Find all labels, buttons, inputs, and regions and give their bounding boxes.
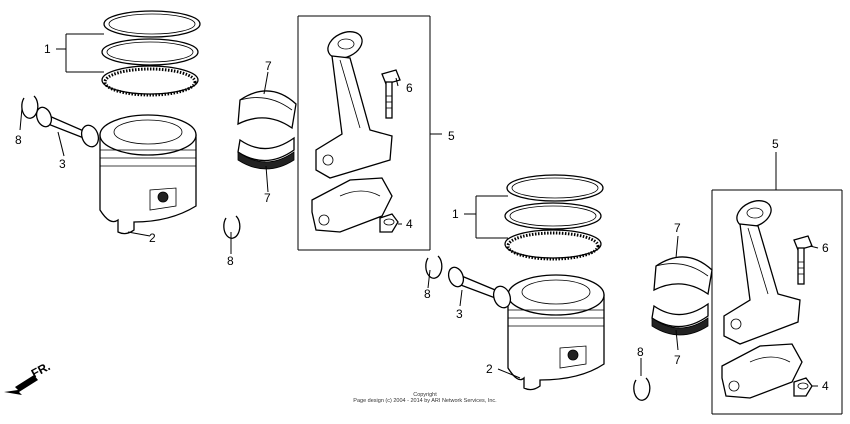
piston-pin-right[interactable]	[446, 265, 513, 310]
callout-clip-right-2: 8	[637, 345, 644, 359]
bearing-lower-left[interactable]	[237, 136, 295, 170]
rod-cap-left[interactable]	[311, 177, 393, 233]
copyright-line-1: Copyright	[413, 392, 437, 398]
callout-bearing-upper-right: 7	[674, 221, 681, 235]
callout-ring-set-right: 1	[452, 207, 459, 221]
callout-nut-right: 4	[822, 379, 829, 393]
rod-nut-right[interactable]	[793, 377, 813, 397]
callout-piston-right: 2	[486, 362, 493, 376]
callout-bearing-upper-left: 7	[265, 59, 272, 73]
circlip-left-1[interactable]	[21, 95, 39, 119]
callout-ring-set-left: 1	[44, 42, 51, 56]
bearing-upper-right[interactable]	[653, 256, 713, 296]
circlip-right-2[interactable]	[633, 377, 651, 401]
callout-nut-left: 4	[406, 217, 413, 231]
copyright-notice: Copyright Page design (c) 2004 - 2014 by…	[0, 392, 850, 404]
callout-rod-assy-left: 5	[448, 129, 455, 143]
rod-bolt-right[interactable]	[793, 235, 813, 285]
callout-bearing-lower-right: 7	[674, 353, 681, 367]
callout-pin-left: 3	[59, 157, 66, 171]
rod-cap-right[interactable]	[721, 343, 803, 399]
bearing-upper-left[interactable]	[237, 90, 297, 130]
callout-bearing-lower-left: 7	[264, 191, 271, 205]
callout-piston-left: 2	[149, 231, 156, 245]
rod-assembly-box-left	[297, 15, 442, 251]
ring-leader-lines-left	[56, 33, 104, 73]
callout-bolt-right: 6	[822, 241, 829, 255]
circlip-right-1[interactable]	[425, 255, 443, 279]
copyright-line-2: Page design (c) 2004 - 2014 by ARI Netwo…	[353, 398, 497, 404]
piston-pin-left[interactable]	[34, 105, 101, 149]
piston-rings-right[interactable]	[504, 174, 604, 261]
connecting-rod-right[interactable]	[723, 196, 801, 345]
rod-nut-left[interactable]	[379, 213, 399, 233]
ring-leader-lines-right	[464, 195, 508, 239]
callout-rod-assy-right: 5	[772, 137, 779, 151]
connecting-rod-left[interactable]	[315, 27, 393, 179]
front-direction-arrow: FR.	[4, 359, 52, 395]
callout-clip-left-2: 8	[227, 254, 234, 268]
rod-bolt-left[interactable]	[381, 69, 401, 119]
callout-clip-left-1: 8	[15, 133, 22, 147]
leader-lines-right	[427, 235, 819, 387]
piston-right[interactable]	[507, 274, 605, 391]
callout-labels: 1 8 3 2 7 7 8 6 5 4 1 8 3 2 7 7 8 5 6 4	[15, 42, 829, 393]
circlip-left-2[interactable]	[223, 215, 241, 239]
callout-bolt-left: 6	[406, 81, 413, 95]
callout-pin-right: 3	[456, 307, 463, 321]
piston-rings-left[interactable]	[101, 10, 201, 97]
rod-assembly-box-right	[711, 152, 843, 415]
callout-clip-right-1: 8	[424, 287, 431, 301]
piston-left[interactable]	[99, 114, 197, 235]
leader-lines-left	[19, 71, 402, 254]
bearing-lower-right[interactable]	[651, 302, 709, 336]
